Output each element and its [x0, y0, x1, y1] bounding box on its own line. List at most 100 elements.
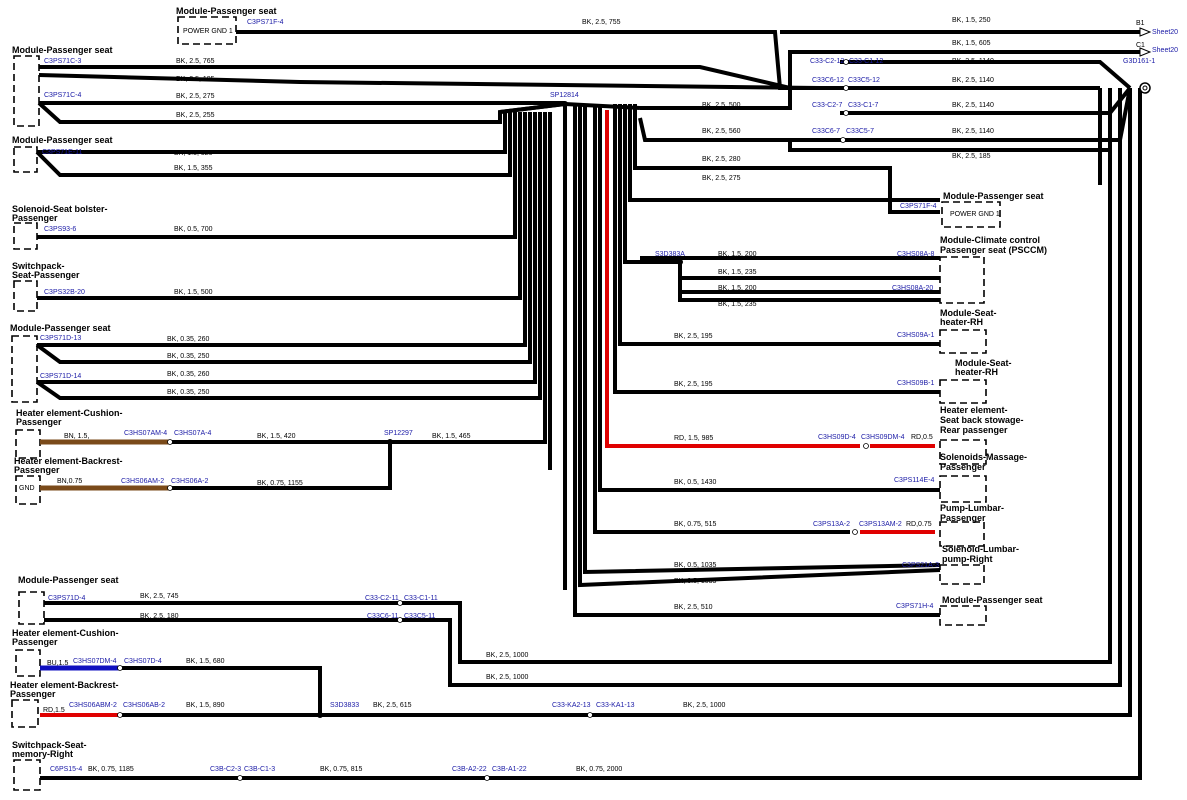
pin — [852, 529, 858, 535]
wire-label-w21: BK, 2.5, 1000 — [486, 652, 529, 659]
wire-w34 — [840, 60, 1132, 90]
wire-label-w40: BK, 2.5, 185 — [952, 153, 991, 160]
splice-label-sp2: SP12297 — [384, 430, 413, 437]
wire-label-w11: BK, 0.35, 250 — [167, 353, 210, 360]
pin — [397, 600, 403, 606]
connector-c11: C3HS06AM-2 — [121, 478, 164, 485]
connector-c26: C3B-C1-3 — [244, 766, 275, 773]
wire-label-w45: BK, 1.5, 200 — [718, 285, 757, 292]
wire-w10 — [37, 112, 527, 347]
module-box-sol-lumbar — [939, 564, 985, 585]
wire-w51 — [598, 104, 940, 492]
wire-w36 — [640, 86, 840, 110]
wire-label-w28: BK, 2.5, 1000 — [683, 702, 726, 709]
title-r-heater1-a: Module-Seat- — [940, 308, 997, 318]
connector-c7: C3PS71D-13 — [40, 335, 81, 342]
connector-c3: C3PS71C-4 — [44, 92, 81, 99]
pin — [843, 59, 849, 65]
connector-c12: C3HS06A-2 — [171, 478, 208, 485]
pin — [484, 775, 490, 781]
wire-w22 — [400, 88, 1122, 687]
wire-label-w29: BK, 0.75, 1185 — [88, 766, 134, 773]
wire-w18 — [170, 442, 392, 490]
wire-label-w15: BK, 1.5, 420 — [257, 433, 296, 440]
wire-w21 — [400, 88, 1112, 664]
pin — [863, 443, 869, 449]
pin — [587, 712, 593, 718]
module-box-heater-cushion2 — [15, 649, 41, 677]
title-sol-bolster-b: Passenger — [12, 213, 58, 223]
wire-w47 — [618, 104, 940, 346]
wire-w6 — [37, 112, 507, 154]
wire-w54 — [583, 104, 941, 575]
title-r-heater1-b: heater-RH — [940, 317, 983, 327]
offpage-sheet-b1: Sheet20 — [1152, 29, 1178, 36]
wire-w8 — [37, 112, 517, 239]
connector-c49: C3PS71H-4 — [896, 603, 933, 610]
wire-label-w31: BK, 0.75, 2000 — [576, 766, 622, 773]
wire-w52 — [593, 104, 850, 534]
wire-w56 — [573, 104, 940, 617]
connector-c16: C33C6-11 — [367, 613, 398, 620]
title-r-massage-a: Solenoids-Massage- — [940, 452, 1027, 462]
wire-label-w30: BK, 0.75, 815 — [320, 766, 363, 773]
connector-c30: C33-C1-12 — [849, 58, 883, 65]
wire-label-w39: BK, 2.5, 1140 — [952, 128, 994, 135]
wire-label-w51: BK, 0.5, 1430 — [674, 479, 717, 486]
wire-label-w55: BK, 0.5, 1035 — [674, 578, 717, 585]
title-heater-back2-a: Heater element-Backrest- — [10, 680, 119, 690]
connector-c22: C33-KA2-13 — [552, 702, 591, 709]
connector-c38: C3PS71F-4 — [900, 203, 937, 210]
title-sol-bolster-a: Solenoid-Seat bolster- — [12, 204, 108, 214]
connector-c18: C3HS07DM-4 — [73, 658, 117, 665]
wire-label-w56: BK, 2.5, 510 — [674, 604, 713, 611]
connector-c20: C3HS06ABM-2 — [69, 702, 117, 709]
module-box-left4 — [18, 591, 45, 625]
connector-c6: C3PS32B-20 — [44, 289, 85, 296]
title-heater-cush2-b: Passenger — [12, 637, 58, 647]
connector-c41: C3HS09A-1 — [897, 332, 934, 339]
wire-label-w41: BK, 2.5, 280 — [702, 156, 741, 163]
wire-label-w33: BK, 1.5, 605 — [952, 40, 991, 47]
title-heater-back-b: Passenger — [14, 465, 60, 475]
ground-inner-icon — [1142, 85, 1148, 91]
wire-label-w3: BK, 2.5, 195 — [176, 76, 215, 83]
module-box-left1 — [13, 55, 40, 127]
module-box-climate — [939, 256, 985, 304]
wire-label-w42: BK, 2.5, 275 — [702, 175, 741, 182]
wire-label-w26: BK, 1.5, 890 — [186, 702, 225, 709]
pin — [117, 665, 123, 671]
connector-c33: C33-C2-7 — [812, 102, 842, 109]
wire-w15 — [170, 112, 547, 444]
connector-c19: C3HS07D-4 — [124, 658, 162, 665]
connector-c9: C3HS07AM-4 — [124, 430, 167, 437]
wire-label-w25: RD,1.5 — [43, 707, 65, 714]
connector-c48: C3PS21A-3 — [902, 562, 939, 569]
pin — [843, 85, 849, 91]
connector-c27: C3B-A2-22 — [452, 766, 487, 773]
label-gnd: GND — [19, 485, 35, 492]
connector-c17: C33C5-11 — [404, 613, 435, 620]
connector-c10: C3HS07A-4 — [174, 430, 211, 437]
module-box-right-pgnd — [941, 201, 1001, 228]
wire-label-w50: RD,0.5 — [911, 434, 933, 441]
wire-label-w10: BK, 0.35, 260 — [167, 336, 210, 343]
title-r-mps: Module-Passenger seat — [942, 595, 1043, 605]
wire-label-w2: BK, 2.5, 765 — [176, 58, 215, 65]
module-box-massage — [939, 475, 987, 503]
wire-label-w22: BK, 2.5, 1000 — [486, 674, 529, 681]
wire-label-w5: BK, 2.5, 255 — [176, 112, 215, 119]
connector-c46: C3PS13A-2 — [813, 521, 850, 528]
wire-w42 — [628, 104, 940, 202]
wire-label-w4: BK, 2.5, 275 — [176, 93, 215, 100]
title-switchpack-b: Seat-Passenger — [12, 270, 80, 280]
title-r-climate-b: Passenger seat (PSCCM) — [940, 245, 1047, 255]
wire-w38 — [638, 117, 840, 142]
wire-w37 — [840, 86, 1132, 115]
wire-w29 — [40, 88, 1142, 780]
wire-label-w37: BK, 2.5, 1140 — [952, 102, 994, 109]
splice-sp4 — [317, 712, 323, 718]
pin — [167, 485, 173, 491]
wire-w11 — [35, 112, 532, 364]
